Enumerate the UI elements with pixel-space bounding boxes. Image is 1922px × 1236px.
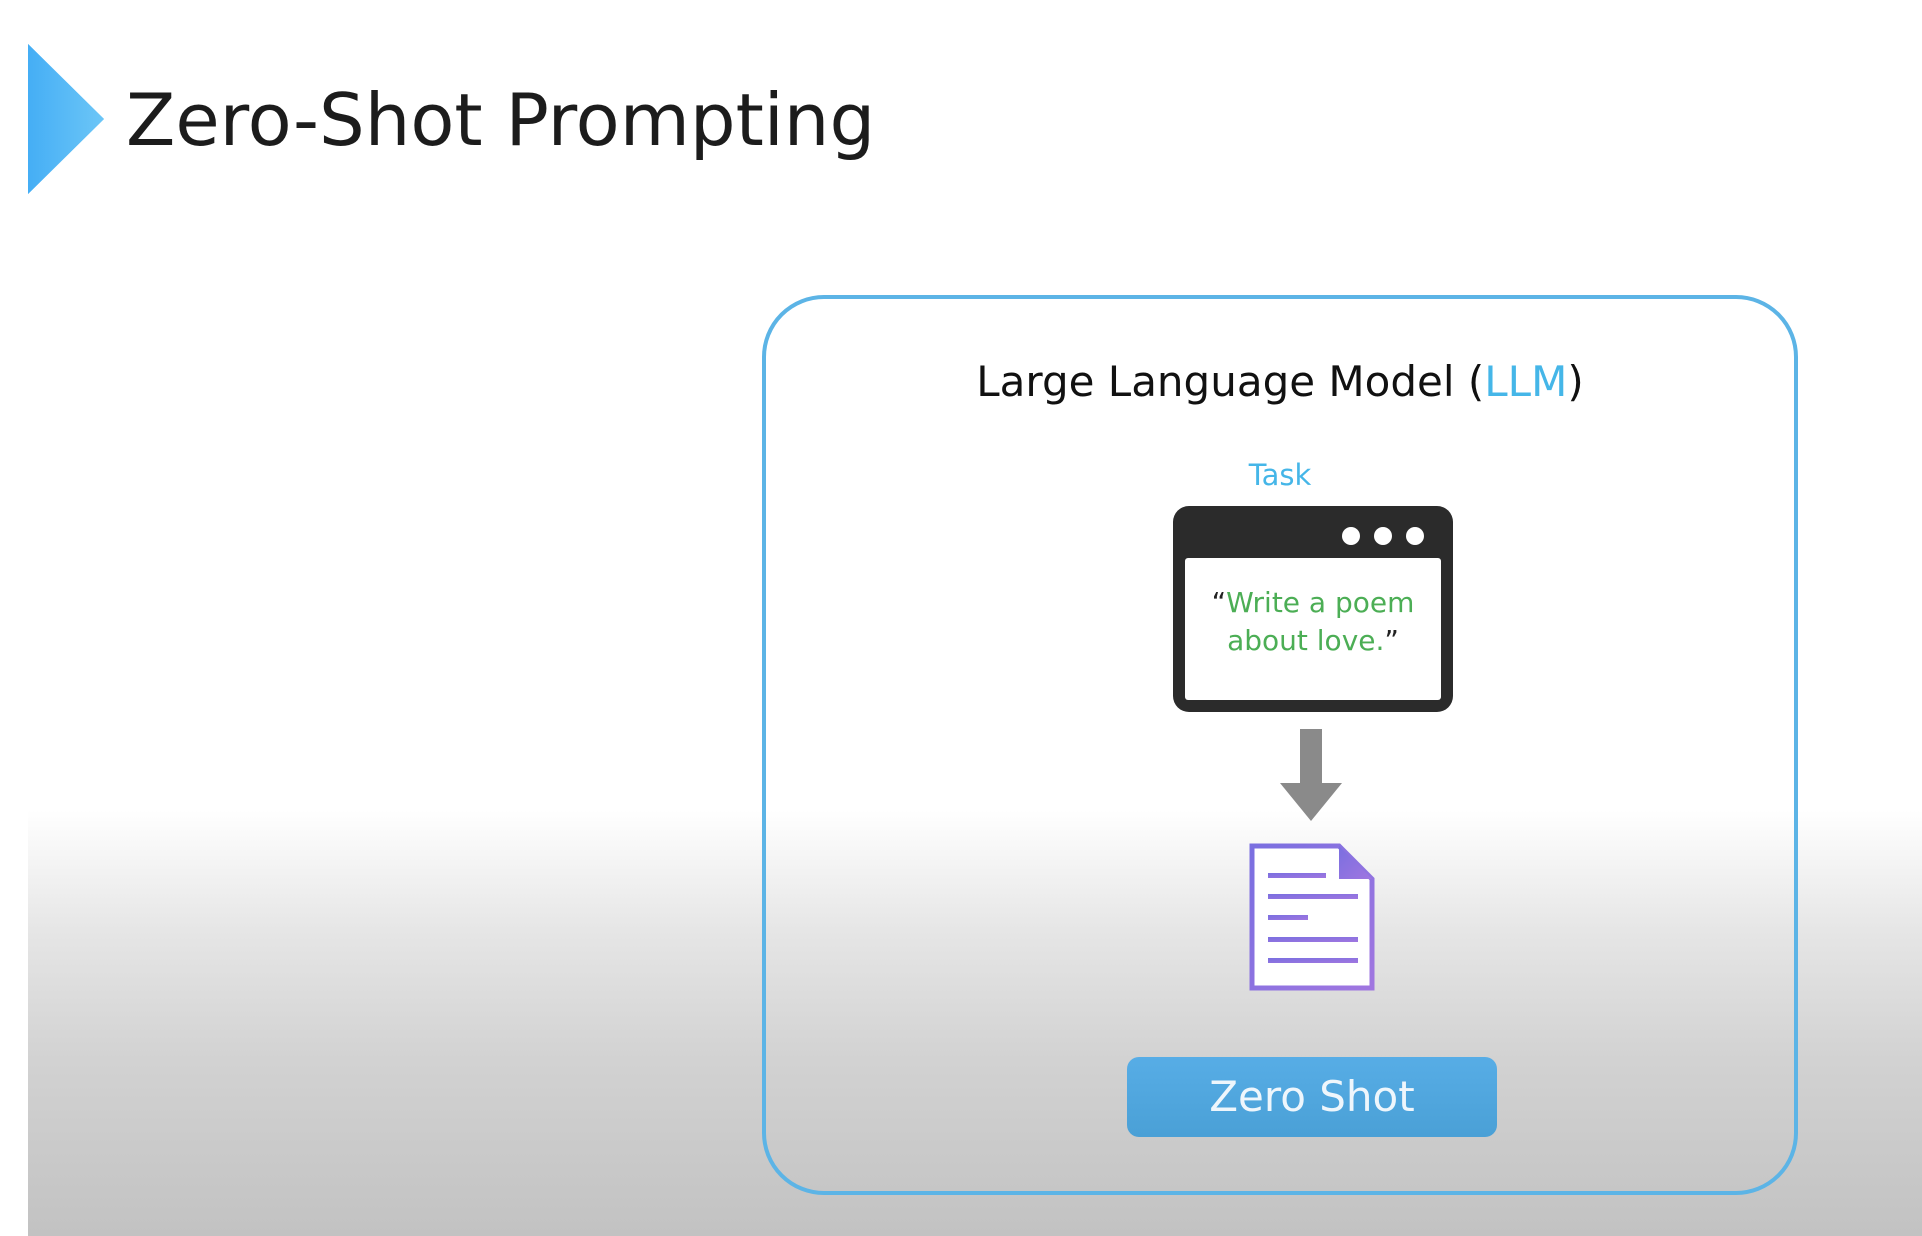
panel-title-accent: LLM [1484, 357, 1568, 406]
arrow-down-icon [1280, 729, 1342, 821]
prompt-line-2: about love.” [1180, 622, 1446, 660]
panel-title: Large Language Model (LLM) [766, 354, 1794, 410]
browser-window-icon [1173, 506, 1453, 712]
panel-title-prefix: Large Language Model ( [976, 357, 1485, 406]
prompt-line-1-text: Write a poem [1226, 586, 1415, 619]
prompt-text: “Write a poem about love.” [1180, 584, 1446, 660]
slide-title: Zero-Shot Prompting [126, 78, 876, 162]
prompt-line-1: “Write a poem [1180, 584, 1446, 622]
document-icon [1249, 843, 1375, 991]
chevron-right-icon [28, 44, 104, 194]
llm-panel: Large Language Model (LLM) Task “Write a… [762, 295, 1798, 1195]
close-quote: ” [1384, 624, 1399, 657]
open-quote: “ [1211, 586, 1227, 619]
slide: Zero-Shot Prompting Large Language Model… [28, 0, 1922, 1236]
panel-title-suffix: ) [1567, 357, 1584, 406]
zero-shot-button[interactable]: Zero Shot [1127, 1057, 1497, 1137]
prompt-line-2-text: about love. [1227, 624, 1385, 657]
task-label: Task [1248, 458, 1312, 492]
